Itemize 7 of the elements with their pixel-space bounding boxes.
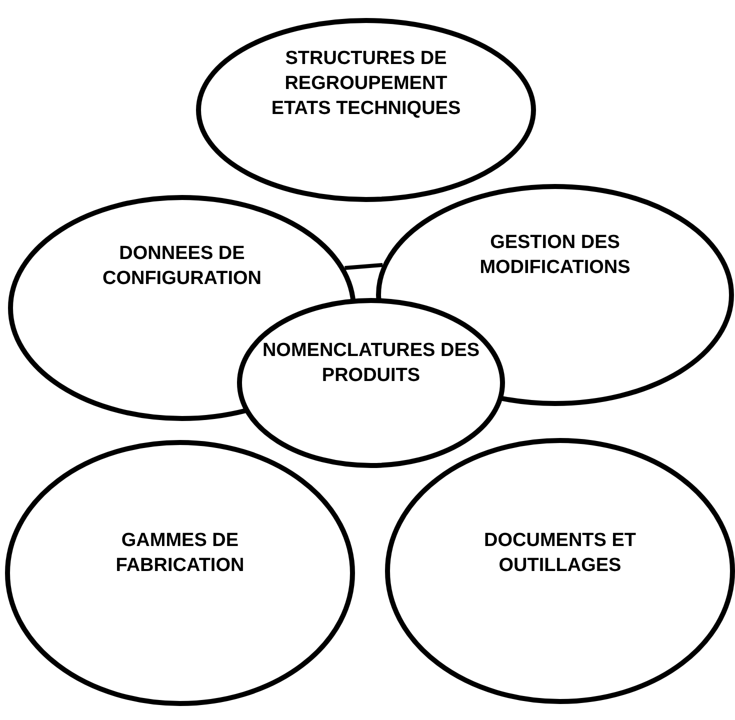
node-label: GESTION DES MODIFICATIONS [478, 231, 632, 280]
node-label: GAMMES DE FABRICATION [114, 529, 246, 578]
node-label: DONNEES DE CONFIGURATION [101, 242, 263, 291]
node-label: STRUCTURES DE REGROUPEMENT ETATS TECHNIQUES [270, 47, 462, 121]
node-label: DOCUMENTS ET OUTILLAGES [483, 529, 637, 578]
connector-line [344, 263, 383, 270]
node-label: NOMENCLATURES DES PRODUITS [261, 339, 481, 388]
